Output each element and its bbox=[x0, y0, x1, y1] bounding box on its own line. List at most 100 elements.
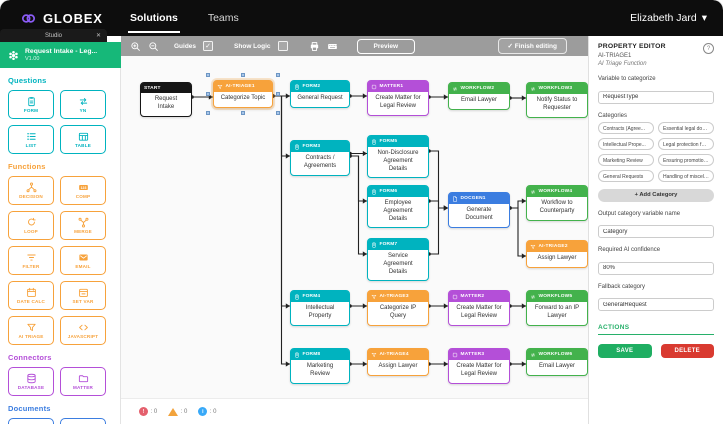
guides-checkbox[interactable]: ✓ bbox=[203, 41, 214, 51]
node-header-label: WORKFLOW3 bbox=[538, 86, 573, 91]
palette-item-label: LIST bbox=[25, 143, 37, 148]
variable-to-categorize-input[interactable] bbox=[598, 90, 714, 104]
selection-handle[interactable] bbox=[241, 73, 245, 77]
close-icon[interactable]: ✕ bbox=[95, 33, 101, 39]
palette-item-doc[interactable] bbox=[60, 418, 106, 424]
clipboard-icon bbox=[371, 242, 377, 248]
palette-item-javascript[interactable]: JAVASCRIPT bbox=[60, 316, 106, 345]
palette-item-database[interactable]: DATABASE bbox=[8, 367, 54, 396]
palette-item-loop[interactable]: LOOP bbox=[8, 211, 54, 240]
categories-label: Categories bbox=[598, 112, 628, 119]
category-chip-7[interactable]: Handling of miscellaneo... bbox=[658, 169, 714, 182]
category-chip-2[interactable]: Intellectual Prope... bbox=[598, 137, 654, 150]
confidence-input[interactable] bbox=[598, 261, 714, 275]
add-category-button[interactable]: + Add Category bbox=[598, 188, 714, 202]
category-chip-1[interactable]: Essential legal documen... bbox=[658, 121, 714, 134]
palette-item-filter[interactable]: FILTER bbox=[8, 246, 54, 275]
globex-logo-icon bbox=[20, 10, 37, 27]
palette-item-matter[interactable]: MATTER bbox=[60, 367, 106, 396]
user-menu[interactable]: Elizabeth Jard ▾ bbox=[630, 12, 723, 24]
node-header: AI-TRIAGE2 bbox=[527, 241, 587, 252]
save-button[interactable]: SAVE bbox=[598, 344, 652, 358]
category-chip-3[interactable]: Legal protection for cre... bbox=[658, 137, 714, 150]
brand-name: GLOBEX bbox=[43, 10, 103, 26]
selection-handle[interactable] bbox=[206, 110, 210, 115]
code-icon bbox=[78, 322, 89, 333]
show-logic-checkbox[interactable] bbox=[277, 41, 288, 51]
delete-button[interactable]: DELETE bbox=[660, 344, 714, 358]
node-header-label: FORM7 bbox=[379, 242, 398, 247]
node-title: Email Lawyer bbox=[538, 363, 575, 369]
selection-handle[interactable] bbox=[241, 110, 245, 115]
node-title: Marketing Review bbox=[306, 363, 334, 377]
nav-tab-solutions[interactable]: Solutions bbox=[128, 0, 180, 36]
node-title: Categorize IP Query bbox=[379, 305, 417, 319]
palette-item-merge[interactable]: MERGE bbox=[60, 211, 106, 240]
selection-handle[interactable] bbox=[276, 110, 280, 115]
category-chip-6[interactable]: General Requests bbox=[598, 169, 654, 182]
palette-item-decision[interactable]: DECISION bbox=[8, 176, 54, 205]
selection-handle[interactable] bbox=[206, 91, 210, 96]
category-chip-4[interactable]: Marketing Review bbox=[598, 153, 654, 166]
palette-item-list[interactable]: LIST bbox=[8, 125, 54, 154]
zoom-out-icon[interactable] bbox=[148, 41, 159, 52]
fallback-category-input[interactable] bbox=[598, 298, 714, 311]
category-chip-0[interactable]: Contracts (Agree... bbox=[598, 121, 654, 134]
finish-editing-button[interactable]: ✓ Finish editing bbox=[497, 38, 567, 54]
keyboard-icon[interactable] bbox=[327, 41, 338, 52]
selection-handle[interactable] bbox=[206, 73, 210, 77]
selection-handle[interactable] bbox=[276, 91, 280, 96]
palette-item-doc-plus[interactable] bbox=[8, 418, 54, 424]
studio-tab[interactable]: Studio ✕ bbox=[0, 29, 107, 42]
palette-item-yn[interactable]: YN bbox=[60, 90, 106, 119]
print-icon[interactable] bbox=[309, 41, 320, 52]
palette-item-date-calc[interactable]: DATE CALC bbox=[8, 281, 54, 310]
output-variable-input[interactable] bbox=[598, 225, 714, 238]
funnel-icon bbox=[371, 352, 377, 358]
palette-item-email[interactable]: EMAIL bbox=[60, 246, 106, 275]
node-title: Request Intake bbox=[154, 96, 178, 110]
palette-item-label: MERGE bbox=[74, 229, 92, 234]
category-chip-5[interactable]: Ensuring promotional ac... bbox=[658, 153, 714, 166]
node-header: AI-TRIAGE4 bbox=[368, 349, 428, 360]
nav-tab-teams[interactable]: Teams bbox=[207, 12, 239, 24]
palette-item-form[interactable]: FORM bbox=[8, 90, 54, 119]
project-header[interactable]: Request Intake - Leg... V1.00 bbox=[0, 42, 121, 68]
zoom-in-icon[interactable] bbox=[130, 41, 141, 52]
node-header: FORM4 bbox=[291, 291, 349, 302]
main-nav: Solutions Teams bbox=[128, 0, 239, 36]
palette-item-ai-triage[interactable]: AI TRIAGE bbox=[8, 316, 54, 345]
palette-item-set-var[interactable]: SET VAR bbox=[60, 281, 106, 310]
actions-row: SAVE DELETE bbox=[598, 344, 714, 358]
selection-handle[interactable] bbox=[276, 73, 280, 77]
node-header-label: AI-TRIAGE4 bbox=[379, 352, 409, 357]
palette-item-table[interactable]: TABLE bbox=[60, 125, 106, 154]
preview-button[interactable]: Preview bbox=[356, 38, 416, 54]
help-icon[interactable]: ? bbox=[703, 43, 714, 54]
